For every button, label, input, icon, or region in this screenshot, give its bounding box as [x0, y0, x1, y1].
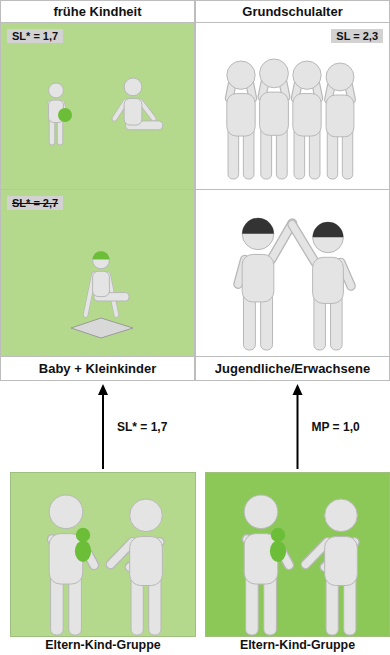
header-text: frühe Kindheit — [53, 4, 141, 19]
column-header: frühe Kindheit — [0, 0, 195, 23]
group-name: Eltern-Kind-Gruppe — [10, 638, 196, 652]
arrow-connector — [293, 384, 303, 469]
group-label: Baby + Kleinkinder — [39, 361, 156, 376]
group-picture — [205, 472, 390, 637]
header-text: Grundschulalter — [242, 4, 342, 19]
figure-illustration — [1, 23, 196, 191]
value-tag: SL* = 1,7 — [7, 29, 63, 43]
high-five-figures — [196, 190, 390, 358]
group-label: Jugendliche/Erwachsene — [215, 361, 370, 376]
group-picture — [10, 472, 196, 637]
age-cell: SL* = 1,7 — [0, 22, 195, 190]
figure-illustration — [196, 23, 390, 191]
group-label-box: Baby + Kleinkinder — [0, 356, 195, 381]
edge-label: MP = 1,0 — [310, 420, 362, 434]
age-cell: SL = 2,3 — [195, 22, 390, 190]
edge-label: SL* = 1,7 — [115, 420, 169, 434]
age-cell: SL* = 2,7 — [0, 189, 195, 357]
parent-child-group: Eltern-Kind-Gruppe — [205, 472, 390, 655]
value-tag: SL = 2,3 — [331, 29, 383, 43]
value-tag: SL* = 2,7 — [7, 196, 63, 210]
group-figures — [206, 473, 390, 638]
arrow-connector — [98, 384, 108, 469]
group-name: Eltern-Kind-Gruppe — [205, 638, 390, 652]
figure-illustration — [1, 190, 196, 358]
grid-cell — [195, 189, 390, 357]
parent-child-group: Eltern-Kind-Gruppe — [10, 472, 196, 655]
group-label-box: Jugendliche/Erwachsene — [195, 356, 390, 381]
column-header: Grundschulalter — [195, 0, 390, 23]
group-figures — [11, 473, 197, 638]
